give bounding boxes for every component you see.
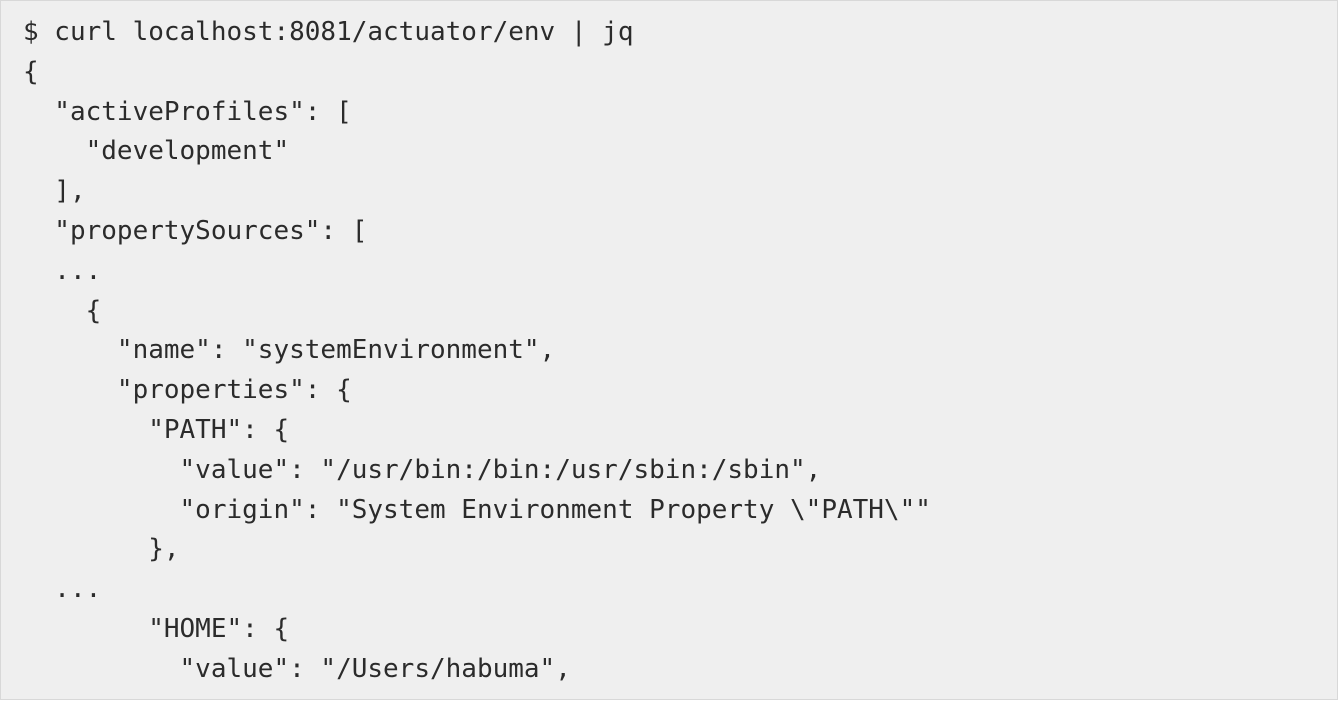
code-line: "properties": { bbox=[23, 375, 352, 406]
code-line: }, bbox=[23, 534, 180, 565]
code-line: "name": "systemEnvironment", bbox=[23, 335, 556, 366]
code-line: "value": "/Users/habuma", bbox=[23, 653, 571, 684]
code-line: ], bbox=[23, 176, 86, 207]
code-line: "development" bbox=[23, 136, 290, 167]
code-line: "propertySources": [ bbox=[23, 215, 368, 246]
code-line: "activeProfiles": [ bbox=[23, 96, 352, 127]
code-line: "value": "/usr/bin:/bin:/usr/sbin:/sbin"… bbox=[23, 454, 822, 485]
code-line: { bbox=[23, 295, 102, 326]
code-line: "HOME": { bbox=[23, 613, 290, 644]
code-line: { bbox=[23, 56, 39, 87]
code-line: "origin": "System Environment Property \… bbox=[23, 494, 931, 525]
code-line-ellipsis: ... bbox=[23, 255, 102, 286]
code-line: "PATH": { bbox=[23, 414, 290, 445]
code-line-command: $ curl localhost:8081/actuator/env | jq bbox=[23, 17, 634, 47]
code-lines: $ curl localhost:8081/actuator/env | jq … bbox=[23, 13, 931, 690]
code-line-ellipsis: ... bbox=[23, 574, 102, 605]
